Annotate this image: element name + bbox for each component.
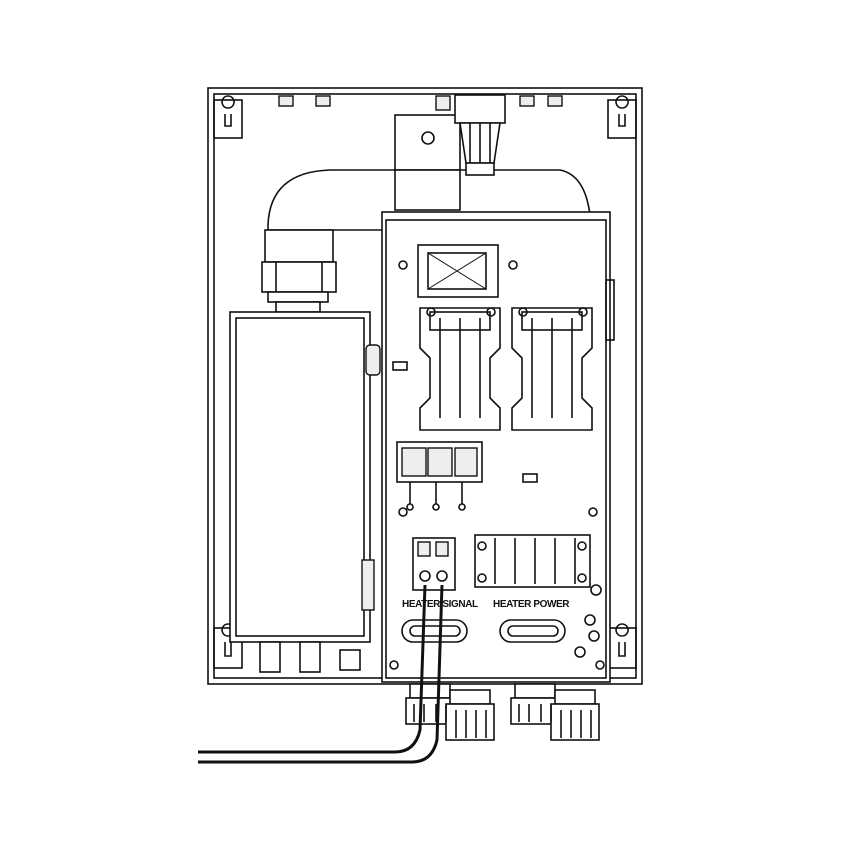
relay-block	[396, 441, 483, 511]
cable-gland-plate-right	[499, 619, 566, 643]
clip	[522, 473, 538, 483]
keyhole-top-right	[607, 95, 637, 139]
heater-power-terminal	[474, 534, 591, 588]
cable-glands	[405, 683, 600, 741]
heater-tank	[229, 311, 381, 673]
mounting-slot-top-right	[519, 95, 563, 107]
control-enclosure: HEATER SIGNAL HEATER POWER	[381, 211, 615, 683]
keyhole-bottom-right	[607, 623, 637, 669]
display-window	[398, 244, 518, 298]
clip	[392, 361, 408, 371]
contactor-right	[511, 307, 593, 431]
screw	[389, 507, 605, 670]
ground-symbols	[574, 584, 602, 658]
signal-cable	[198, 584, 444, 764]
mounting-slot-top-left	[278, 95, 331, 107]
heater-signal-terminal	[412, 537, 456, 591]
heater-power-label: HEATER POWER	[493, 599, 570, 610]
valve-connector	[394, 94, 506, 211]
contactor-left	[419, 307, 501, 431]
cable-gland-plate-left	[401, 619, 468, 643]
keyhole-top-left	[213, 95, 243, 139]
